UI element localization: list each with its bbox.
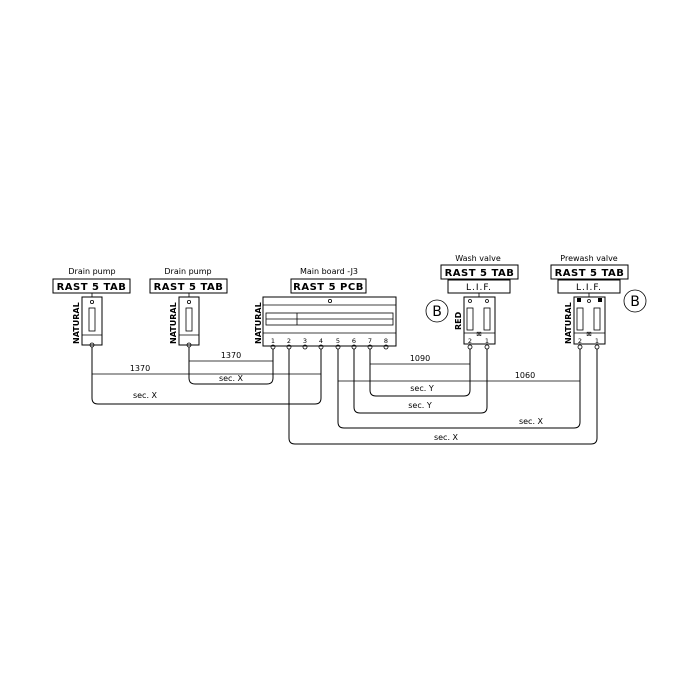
drain-pump-2-connector-label: RAST 5 TAB: [154, 282, 224, 293]
sec-x-label-3: sec. X: [519, 417, 544, 426]
main-board-connector-box: [290, 278, 367, 294]
wash-valve-connector-box: [440, 264, 519, 280]
dim-1370-b: 1370: [221, 351, 241, 360]
drain-pump-1: Drain pump RAST 5 TAB NATURAL: [52, 267, 131, 348]
wash-valve-lif-label: L.I.F.: [466, 283, 492, 293]
drain-pump-1-color: NATURAL: [72, 302, 81, 344]
main-board-housing: [262, 296, 397, 347]
wash-valve-pin-1: 1: [485, 337, 489, 345]
wash-valve: Wash valve RAST 5 TAB L.I.F. ⊠ 2 1 RED B: [425, 254, 519, 350]
prewash-valve-pin-1: 1: [595, 337, 599, 345]
prewash-valve-connector-label: RAST 5 TAB: [555, 268, 625, 279]
sec-y-label-1: sec. Y: [410, 384, 434, 393]
wash-valve-pin-2: 2: [468, 337, 472, 345]
main-board-pin-5: 5: [336, 337, 340, 345]
wire-wash-valve-2: [369, 349, 471, 397]
svg-text:⊠: ⊠: [586, 330, 591, 338]
wash-valve-color: RED: [454, 311, 463, 330]
main-board-pin-1: 1: [271, 337, 275, 345]
sec-x-label-1: sec. X: [133, 391, 158, 400]
sec-y-label-2: sec. Y: [408, 401, 432, 410]
main-board: Main board -J3 RAST 5 PCB NATURAL 1 2 3 …: [254, 267, 397, 350]
svg-text:⊠: ⊠: [476, 330, 481, 338]
drain-pump-1-title: Drain pump: [68, 267, 115, 276]
prewash-valve-lif-label: L.I.F.: [576, 283, 602, 293]
drain-pump-1-connector-box: [52, 278, 131, 294]
main-board-pin-7: 7: [368, 337, 372, 345]
wire-drain-pump-1: [91, 347, 322, 405]
wash-valve-marker-circle: [425, 299, 449, 323]
main-board-pin-3: 3: [303, 337, 307, 345]
drain-pump-1-connector-label: RAST 5 TAB: [57, 282, 127, 293]
dim-1060: 1060: [515, 371, 535, 380]
drain-pump-2-title: Drain pump: [164, 267, 211, 276]
dim-1370-a: 1370: [130, 364, 150, 373]
wire-wash-valve-1: [353, 349, 488, 414]
wash-valve-connector-label: RAST 5 TAB: [445, 268, 515, 279]
wash-valve-marker: B: [432, 304, 442, 320]
main-board-pin-2: 2: [287, 337, 291, 345]
main-board-pin-6: 6: [352, 337, 356, 345]
prewash-valve-connector-box: [550, 264, 629, 280]
drain-pump-2-color: NATURAL: [169, 302, 178, 344]
prewash-valve-color: NATURAL: [564, 302, 573, 344]
main-board-title: Main board -J3: [300, 267, 358, 276]
drain-pump-2: Drain pump RAST 5 TAB NATURAL: [149, 267, 228, 348]
drain-pump-2-housing: [178, 296, 200, 346]
main-board-pin-8: 8: [384, 337, 388, 345]
wire-drain-pump-2: [188, 347, 274, 385]
main-board-connector-label: RAST 5 PCB: [293, 282, 364, 293]
wash-valve-title: Wash valve: [455, 254, 501, 263]
wire-prewash-valve-1: [288, 349, 598, 445]
main-board-color: NATURAL: [254, 302, 263, 344]
prewash-valve-marker-circle: [623, 289, 647, 313]
sec-x-label-2: sec. X: [219, 374, 244, 383]
prewash-valve-pin-2: 2: [578, 337, 582, 345]
sec-x-label-4: sec. X: [434, 433, 459, 442]
drain-pump-2-connector-box: [149, 278, 228, 294]
prewash-valve-marker: B: [630, 294, 640, 310]
prewash-valve: Prewash valve RAST 5 TAB L.I.F. ⊠ 2 1 NA…: [550, 254, 647, 350]
dim-1090: 1090: [410, 354, 430, 363]
wire-prewash-valve-2: [337, 349, 581, 429]
drain-pump-1-housing: [81, 296, 103, 346]
main-board-pin-4: 4: [319, 337, 323, 345]
prewash-valve-title: Prewash valve: [560, 254, 618, 263]
